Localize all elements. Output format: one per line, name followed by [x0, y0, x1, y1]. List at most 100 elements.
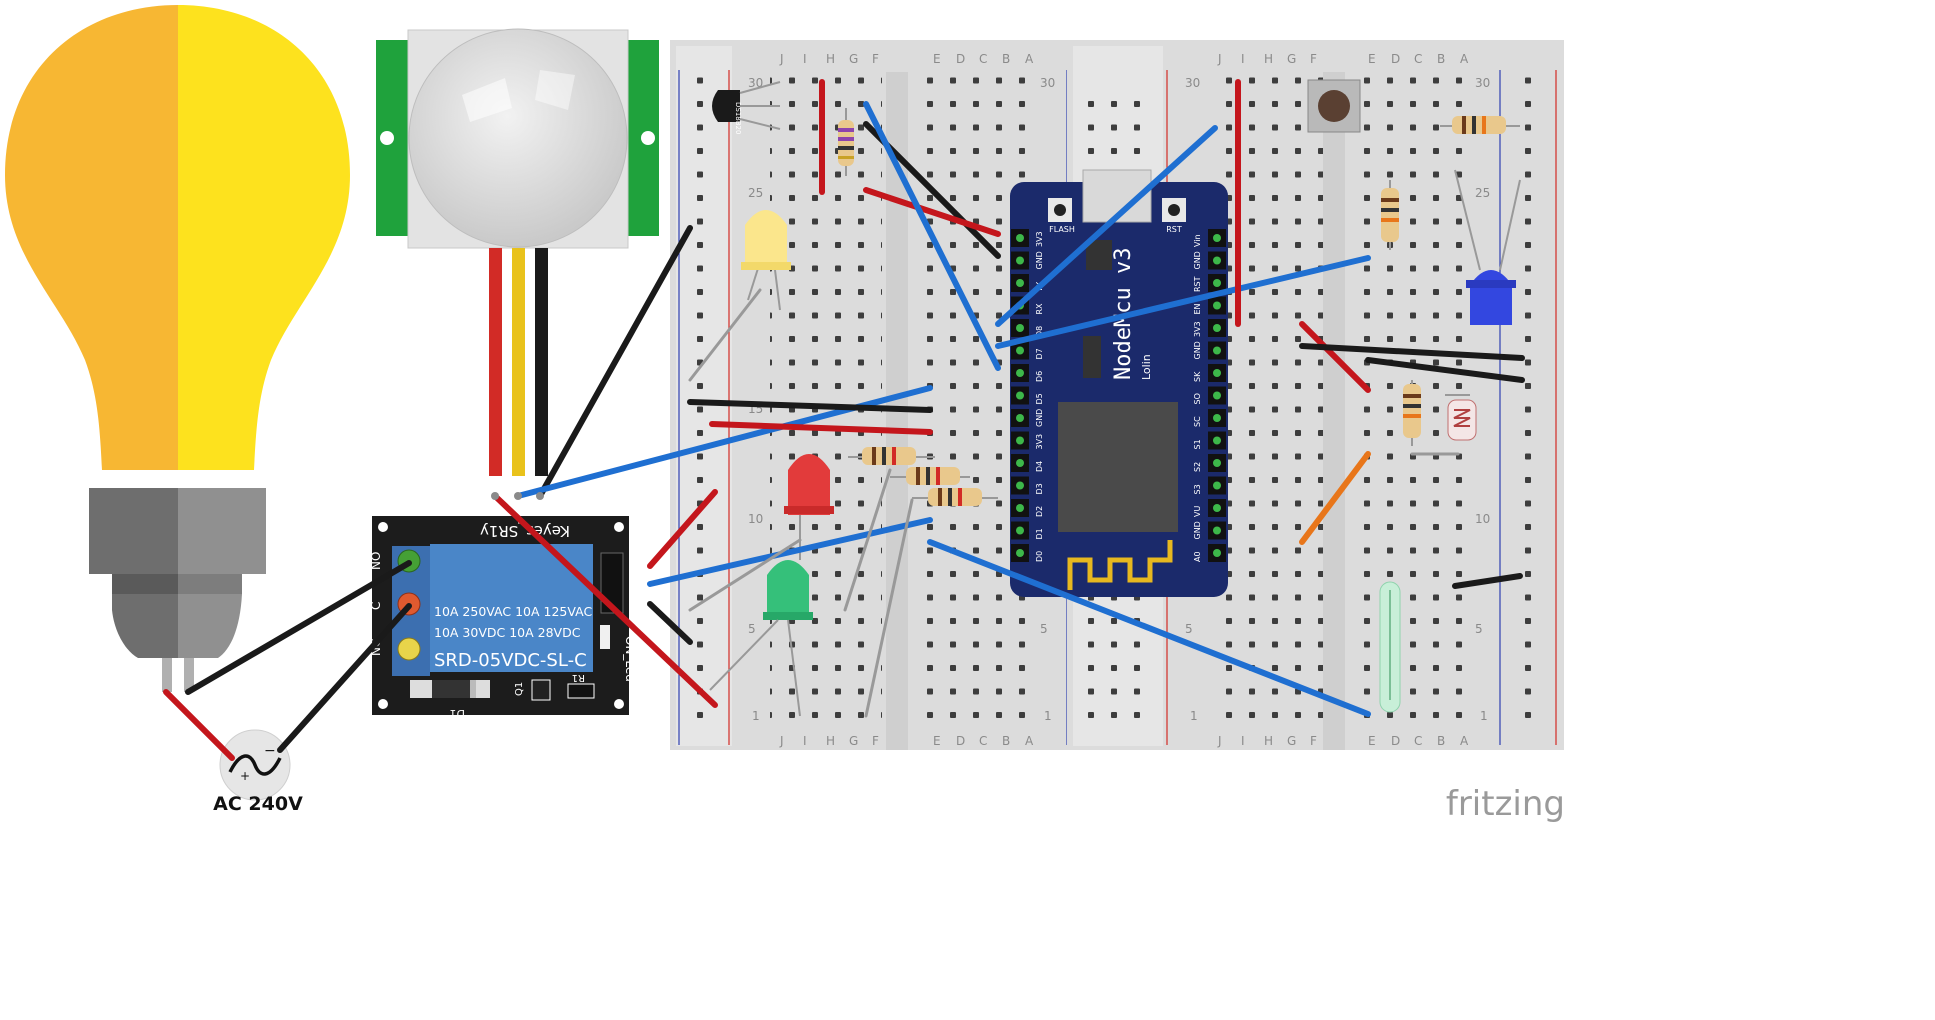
pin-label: D6 [1035, 371, 1044, 382]
flash-label: FLASH [1049, 225, 1075, 234]
blue-led [1454, 169, 1521, 325]
breadboard-right-labels: J I H G F E D C B A J I H G F E D C B A … [1185, 52, 1490, 748]
wire [687, 399, 933, 413]
row-label: E [933, 52, 941, 66]
row-number: 5 [1475, 622, 1483, 636]
pin-no-label: NO [369, 552, 383, 570]
header-pin-pad [1213, 369, 1221, 377]
header-pin-pad [1016, 459, 1024, 467]
wire [863, 101, 1001, 371]
wire [688, 288, 762, 382]
wire [863, 187, 1001, 237]
row-label: B [1437, 52, 1445, 66]
wire [995, 125, 1218, 327]
row-number: 1 [752, 709, 760, 723]
pin-label: Vin [1193, 234, 1202, 247]
terminal-nc [397, 637, 421, 661]
pin-label: SO [1193, 393, 1202, 404]
header-pin-pad [1016, 504, 1024, 512]
pin-label: A0 [1193, 551, 1202, 562]
header-pin-pad [1213, 526, 1221, 535]
breadboard-left-labels: J I H G F E D C B A J I H G F E D C B A … [748, 52, 1055, 748]
header-pin-pad [1213, 549, 1221, 557]
pin-label: D8 [1035, 326, 1044, 337]
header-pin-pad [1016, 526, 1024, 535]
ac-source-label: AC 240V [213, 793, 303, 815]
wire [864, 498, 914, 718]
header-pin-pad [1213, 391, 1221, 400]
reed-switch [1379, 581, 1401, 713]
row-number: 5 [1040, 622, 1048, 636]
svg-text:+: + [240, 769, 250, 783]
relay-led [600, 625, 610, 649]
row-label: G [1287, 52, 1296, 66]
row-number: 25 [748, 186, 763, 200]
ds18b20-label: DS18B20 [734, 102, 742, 134]
wires [163, 79, 1525, 761]
relay-module: Keyes_SR1y NO C NC 10A 250VAC 10A 125VAC… [369, 516, 637, 720]
row-label: G [1287, 734, 1296, 748]
row-number: 25 [1475, 186, 1490, 200]
esp-module [1058, 402, 1178, 532]
bulb-pin-right [184, 658, 194, 692]
row-label: J [1217, 734, 1222, 748]
row-label: I [803, 734, 807, 748]
pin-label: GND [1193, 341, 1202, 359]
ac-source: + − AC 240V [213, 729, 303, 815]
wire [843, 468, 892, 612]
header-pin-pad [1213, 346, 1221, 355]
row-label: D [956, 52, 965, 66]
header-pin-pad [1213, 234, 1221, 242]
header-pin-pad [1016, 549, 1024, 557]
header-pin-pad [1213, 279, 1221, 287]
breadboard-left [670, 40, 1068, 750]
rst-label: RST [1166, 225, 1182, 234]
wire [1299, 343, 1525, 361]
pir-lead-vcc [489, 248, 502, 476]
row-label: J [1217, 52, 1222, 66]
wire-bulb-to-ac [163, 689, 235, 761]
row-label: E [933, 734, 941, 748]
temperature-sensor: DS18B20 [712, 81, 781, 134]
row-label: C [979, 52, 987, 66]
wire [995, 255, 1371, 349]
header-pin-pad [1213, 301, 1221, 310]
pin-label: EN [1193, 303, 1202, 314]
row-number: 30 [1185, 76, 1200, 90]
row-label: E [1368, 734, 1376, 748]
row-number: 30 [1040, 76, 1055, 90]
row-number: 30 [748, 76, 763, 90]
wire-pir-vcc [492, 493, 718, 708]
row-label: E [1368, 52, 1376, 66]
pin-label: GND [1193, 251, 1202, 269]
relay-top-label: Keyes_SR1y [480, 521, 570, 540]
row-label: C [979, 734, 987, 748]
row-label: D [1391, 52, 1400, 66]
row-label: A [1025, 52, 1034, 66]
header-pin-pad [1213, 481, 1221, 490]
nodemcu-board: FLASH RST NodeMcu v3 Lolin [1010, 169, 1228, 597]
green-led [709, 560, 813, 717]
push-button [1307, 79, 1361, 133]
row-number: 10 [1475, 512, 1490, 526]
pir-lead-gnd [535, 248, 548, 476]
row-number: 10 [748, 512, 763, 526]
row-label: H [826, 52, 835, 66]
pin-label: GND [1035, 409, 1044, 427]
r1-label: R1 [572, 672, 585, 683]
wire [1299, 321, 1371, 393]
svg-text:−: − [264, 743, 276, 759]
row-number: 1 [1480, 709, 1488, 723]
pin-label: RST [1193, 276, 1202, 292]
pin-label: S2 [1193, 462, 1202, 472]
relay-spec-1: 10A 250VAC 10A 125VAC [434, 604, 592, 619]
circuit-diagram: + − AC 240V J I H G F E D C B A [5, 5, 1565, 824]
row-label: B [1437, 734, 1445, 748]
relay-model: SRD-05VDC-SL-C [434, 650, 587, 671]
photoresistor [1445, 394, 1477, 441]
pin-label: SK [1193, 371, 1202, 382]
resistor [1403, 380, 1421, 446]
pin-label: D0 [1035, 551, 1044, 562]
